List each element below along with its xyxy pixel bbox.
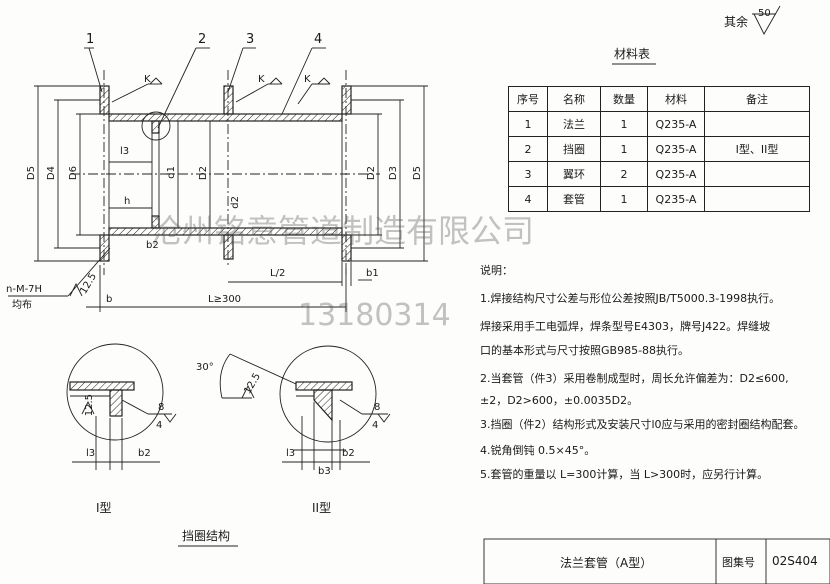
table-cell: 1 bbox=[600, 136, 648, 162]
table-cell: 挡圈 bbox=[547, 136, 601, 162]
weld-k-label: K bbox=[304, 74, 311, 85]
dim-d2-right: D2 bbox=[366, 166, 377, 181]
detail-section-caption: 挡圈结构 bbox=[182, 529, 231, 543]
roughness-value: 50 bbox=[758, 8, 771, 19]
table-cell: 2 bbox=[508, 136, 548, 162]
part-number: 3 bbox=[246, 32, 255, 47]
dim-d4-left: D4 bbox=[46, 166, 57, 181]
table-cell: I型、II型 bbox=[704, 136, 810, 162]
thread-callout: n-M-7H bbox=[6, 284, 43, 295]
roughness-label: 其余 bbox=[724, 15, 749, 29]
weld-k-label: K bbox=[144, 74, 151, 85]
detail-type-2 bbox=[219, 345, 391, 470]
detail2-b3: b3 bbox=[318, 466, 331, 477]
note-line: 焊接采用手工电弧焊，焊条型号E4303，牌号J422。焊缝坡 bbox=[480, 320, 771, 333]
material-table: 序号 名称 数量 材料 备注 1 法兰 1 Q235-A 2 挡圈 1 Q235… bbox=[508, 86, 810, 212]
detail2-b2: b2 bbox=[342, 448, 355, 459]
detail1-weld-4: 4 bbox=[156, 420, 163, 431]
main-sleeve-view bbox=[8, 47, 428, 312]
table-cell: 翼环 bbox=[547, 161, 601, 187]
notes-title: 说明： bbox=[480, 264, 513, 277]
detail1-l3: l3 bbox=[86, 448, 96, 459]
table-cell bbox=[704, 161, 810, 187]
table-cell bbox=[704, 186, 810, 212]
table-cell: 1 bbox=[508, 111, 548, 137]
table-cell: 4 bbox=[508, 186, 548, 212]
dim-l3: l3 bbox=[120, 146, 130, 157]
table-cell: Q235-A bbox=[647, 161, 705, 187]
detail1-roughness: 12.5 bbox=[84, 394, 95, 417]
dim-b1: b1 bbox=[366, 268, 379, 279]
table-cell: Q235-A bbox=[647, 111, 705, 137]
detail1-caption: I型 bbox=[96, 501, 112, 515]
table-cell bbox=[704, 111, 810, 137]
detail-type-1 bbox=[66, 343, 177, 470]
table-cell: 3 bbox=[508, 161, 548, 187]
material-table-title: 材料表 bbox=[614, 47, 651, 61]
dim-h: h bbox=[124, 196, 131, 207]
col-header-material: 材料 bbox=[647, 86, 705, 112]
part-number: 4 bbox=[314, 32, 323, 47]
title-block-name: 法兰套管（A型） bbox=[560, 556, 653, 570]
col-header-qty: 数量 bbox=[600, 86, 648, 112]
table-row: 2 挡圈 1 Q235-A I型、II型 bbox=[508, 136, 810, 162]
dim-b2: b2 bbox=[146, 240, 159, 251]
table-cell: 套管 bbox=[547, 186, 601, 212]
detail1-weld-8: 8 bbox=[158, 402, 165, 413]
note-line: 5.套管的重量以 L=300计算，当 L>300时，应另行计算。 bbox=[480, 468, 769, 481]
note-line: 口的基本形式与尺寸按照GB985-88执行。 bbox=[480, 344, 690, 357]
detail2-weld-8: 8 bbox=[374, 402, 381, 413]
table-row: 4 套管 1 Q235-A bbox=[508, 186, 810, 212]
note-line: 3.挡圈（件2）结构形式及安装尺寸l0应与采用的密封圈结构配套。 bbox=[480, 418, 805, 431]
table-cell: 2 bbox=[600, 161, 648, 187]
detail1-b2: b2 bbox=[138, 448, 151, 459]
detail2-weld-4: 4 bbox=[372, 420, 379, 431]
note-line: 4.锐角倒钝 0.5×45°。 bbox=[480, 444, 596, 457]
table-cell: 1 bbox=[600, 186, 648, 212]
watermark-phone: 13180314 bbox=[298, 298, 451, 333]
detail2-l3: l3 bbox=[286, 448, 296, 459]
dim-d1: d1 bbox=[166, 166, 177, 179]
material-table-header: 序号 名称 数量 材料 备注 bbox=[508, 86, 810, 112]
col-header-name: 名称 bbox=[547, 86, 601, 112]
table-cell: 1 bbox=[600, 111, 648, 137]
dim-d6-left: D6 bbox=[68, 166, 79, 181]
angle-30: 30° bbox=[196, 362, 214, 373]
thread-even-label: 均布 bbox=[12, 300, 32, 311]
weld-k-label: K bbox=[258, 74, 265, 85]
note-line: 1.焊接结构尺寸公差与形位公差按照JB/T5000.3-1998执行。 bbox=[480, 292, 781, 305]
title-block-atlas-label: 图集号 bbox=[722, 556, 755, 569]
note-line: ±2，D2>600，±0.0035D2。 bbox=[480, 394, 639, 407]
table-cell: 法兰 bbox=[547, 111, 601, 137]
table-cell: Q235-A bbox=[647, 186, 705, 212]
table-row: 1 法兰 1 Q235-A bbox=[508, 111, 810, 137]
table-row: 3 翼环 2 Q235-A bbox=[508, 161, 810, 187]
part-number: 1 bbox=[86, 32, 95, 47]
dim-b: b bbox=[106, 294, 113, 305]
detail2-caption: II型 bbox=[312, 501, 332, 515]
watermark-company: 沧州铭意管道制造有限公司 bbox=[150, 212, 535, 250]
dim-d5-left: D5 bbox=[26, 166, 37, 181]
col-header-no: 序号 bbox=[508, 86, 548, 112]
note-line: 2.当套管（件3）采用卷制成型时，周长允许偏差为：D2≤600, bbox=[480, 372, 789, 385]
dim-d2-inner: D2 bbox=[198, 166, 209, 181]
col-header-remark: 备注 bbox=[704, 86, 810, 112]
title-block-atlas-no: 02S404 bbox=[772, 554, 818, 568]
part-number: 2 bbox=[198, 32, 207, 47]
table-cell: Q235-A bbox=[647, 136, 705, 162]
dim-d3-right: D3 bbox=[388, 166, 399, 181]
dim-d5-right: D5 bbox=[412, 166, 423, 181]
dim-l300: L≥300 bbox=[208, 294, 242, 305]
dim-l-half: L/2 bbox=[270, 268, 286, 279]
